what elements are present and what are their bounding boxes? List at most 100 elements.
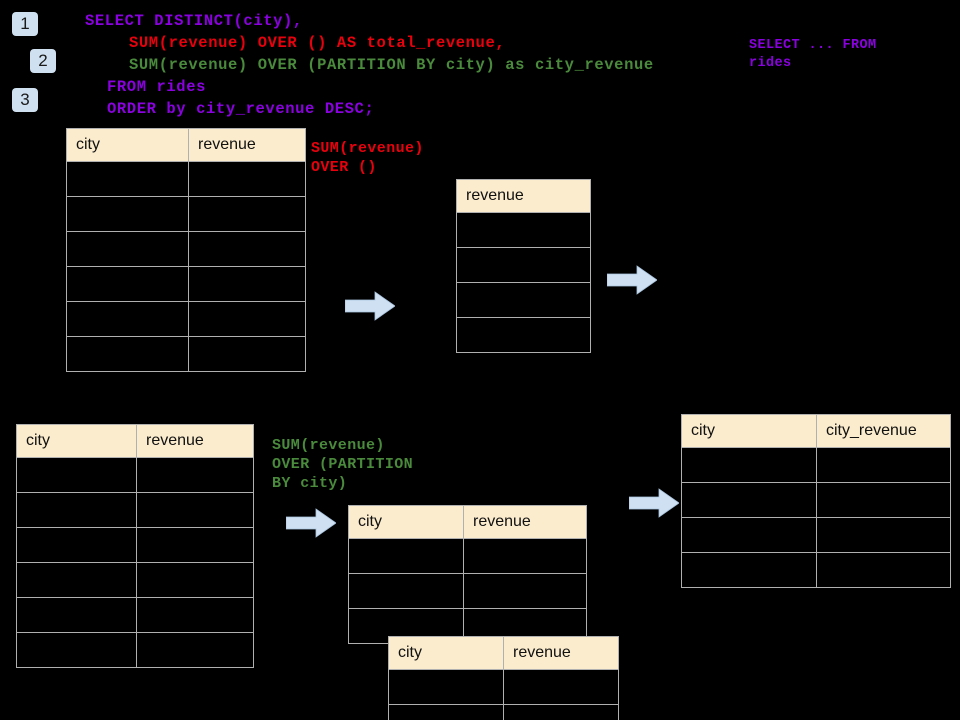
arrow-total-revenue-to-result xyxy=(606,265,658,295)
step-badge-3: 3 xyxy=(12,88,38,112)
annotation-sum-over-empty: SUM(revenue) OVER () xyxy=(311,140,424,176)
table-row xyxy=(16,457,254,493)
table-cell xyxy=(816,482,951,518)
column-header-city: city xyxy=(16,424,137,458)
sql-line-5: ORDER by city_revenue DESC; xyxy=(107,100,375,118)
table-cell xyxy=(66,231,189,267)
column-header-city: city xyxy=(681,414,817,448)
table-cell xyxy=(66,301,189,337)
table-cell xyxy=(503,704,619,720)
table-row xyxy=(16,562,254,598)
sql-line-2: SUM(revenue) OVER () AS total_revenue, xyxy=(129,34,506,52)
table-row xyxy=(348,538,587,574)
table-cell xyxy=(463,573,587,609)
table-cell xyxy=(136,492,254,528)
column-header-city: city xyxy=(348,505,464,539)
arrow-source-to-total-revenue xyxy=(344,291,396,321)
table-row xyxy=(66,336,306,372)
arrow-source-to-partition xyxy=(285,508,337,538)
step-badge-2: 2 xyxy=(30,49,56,73)
table-cell xyxy=(66,196,189,232)
table-row xyxy=(348,573,587,609)
table-cell xyxy=(188,231,306,267)
table-cell xyxy=(456,317,591,353)
table-cell xyxy=(188,266,306,302)
table-row xyxy=(681,517,951,553)
table-row xyxy=(16,597,254,633)
table-row xyxy=(66,301,306,337)
table-row xyxy=(456,282,591,318)
annotation-select-from-rides: SELECT ... FROM rides xyxy=(749,38,877,71)
arrow-right-icon xyxy=(628,488,680,518)
table-row xyxy=(16,492,254,528)
table-row xyxy=(66,161,306,197)
table-row xyxy=(681,447,951,483)
table-cell xyxy=(136,527,254,563)
table-row xyxy=(388,704,619,720)
table-cell xyxy=(66,266,189,302)
table-cell xyxy=(16,632,137,668)
table-row xyxy=(456,317,591,353)
table-row xyxy=(388,669,619,705)
table-row xyxy=(66,266,306,302)
table-cell xyxy=(16,562,137,598)
table-cell xyxy=(136,562,254,598)
column-header-city: city xyxy=(66,128,189,162)
table-cell xyxy=(681,552,817,588)
table-cell xyxy=(456,247,591,283)
table-cell xyxy=(348,538,464,574)
table-row xyxy=(16,527,254,563)
sql-line-1: SELECT DISTINCT(city), xyxy=(85,12,303,30)
annotation-sum-over-partition: SUM(revenue) OVER (PARTITION BY city) xyxy=(272,437,414,492)
table-cell xyxy=(188,196,306,232)
step-badge-1: 1 xyxy=(12,12,38,36)
table-cell xyxy=(136,597,254,633)
table-cell xyxy=(816,447,951,483)
column-header-revenue: revenue xyxy=(188,128,306,162)
table-cell xyxy=(16,597,137,633)
table-cell xyxy=(66,336,189,372)
arrow-right-icon xyxy=(606,265,658,295)
table-cell xyxy=(681,517,817,553)
table-header-row: revenue xyxy=(456,179,591,213)
arrow-right-icon xyxy=(344,291,396,321)
column-header-revenue: revenue xyxy=(503,636,619,670)
table-total-revenue: revenue xyxy=(456,179,591,353)
column-header-city: city xyxy=(388,636,504,670)
table-cell xyxy=(66,161,189,197)
arrow-partition-to-result xyxy=(628,488,680,518)
arrow-right-icon xyxy=(285,508,337,538)
column-header-city_revenue: city_revenue xyxy=(816,414,951,448)
table-cell xyxy=(456,212,591,248)
table-cell xyxy=(16,457,137,493)
table-cell xyxy=(136,457,254,493)
column-header-revenue: revenue xyxy=(456,179,591,213)
table-cell xyxy=(188,336,306,372)
table-row xyxy=(16,632,254,668)
table-cell xyxy=(16,527,137,563)
table-cell xyxy=(188,161,306,197)
table-row xyxy=(681,482,951,518)
table-cell xyxy=(348,573,464,609)
table-cell xyxy=(16,492,137,528)
table-cell xyxy=(681,482,817,518)
table-cell xyxy=(456,282,591,318)
table-cell xyxy=(816,517,951,553)
table-cell xyxy=(816,552,951,588)
table-row xyxy=(66,231,306,267)
column-header-revenue: revenue xyxy=(136,424,254,458)
table-cell xyxy=(188,301,306,337)
table-cell xyxy=(388,669,504,705)
table-cell xyxy=(136,632,254,668)
